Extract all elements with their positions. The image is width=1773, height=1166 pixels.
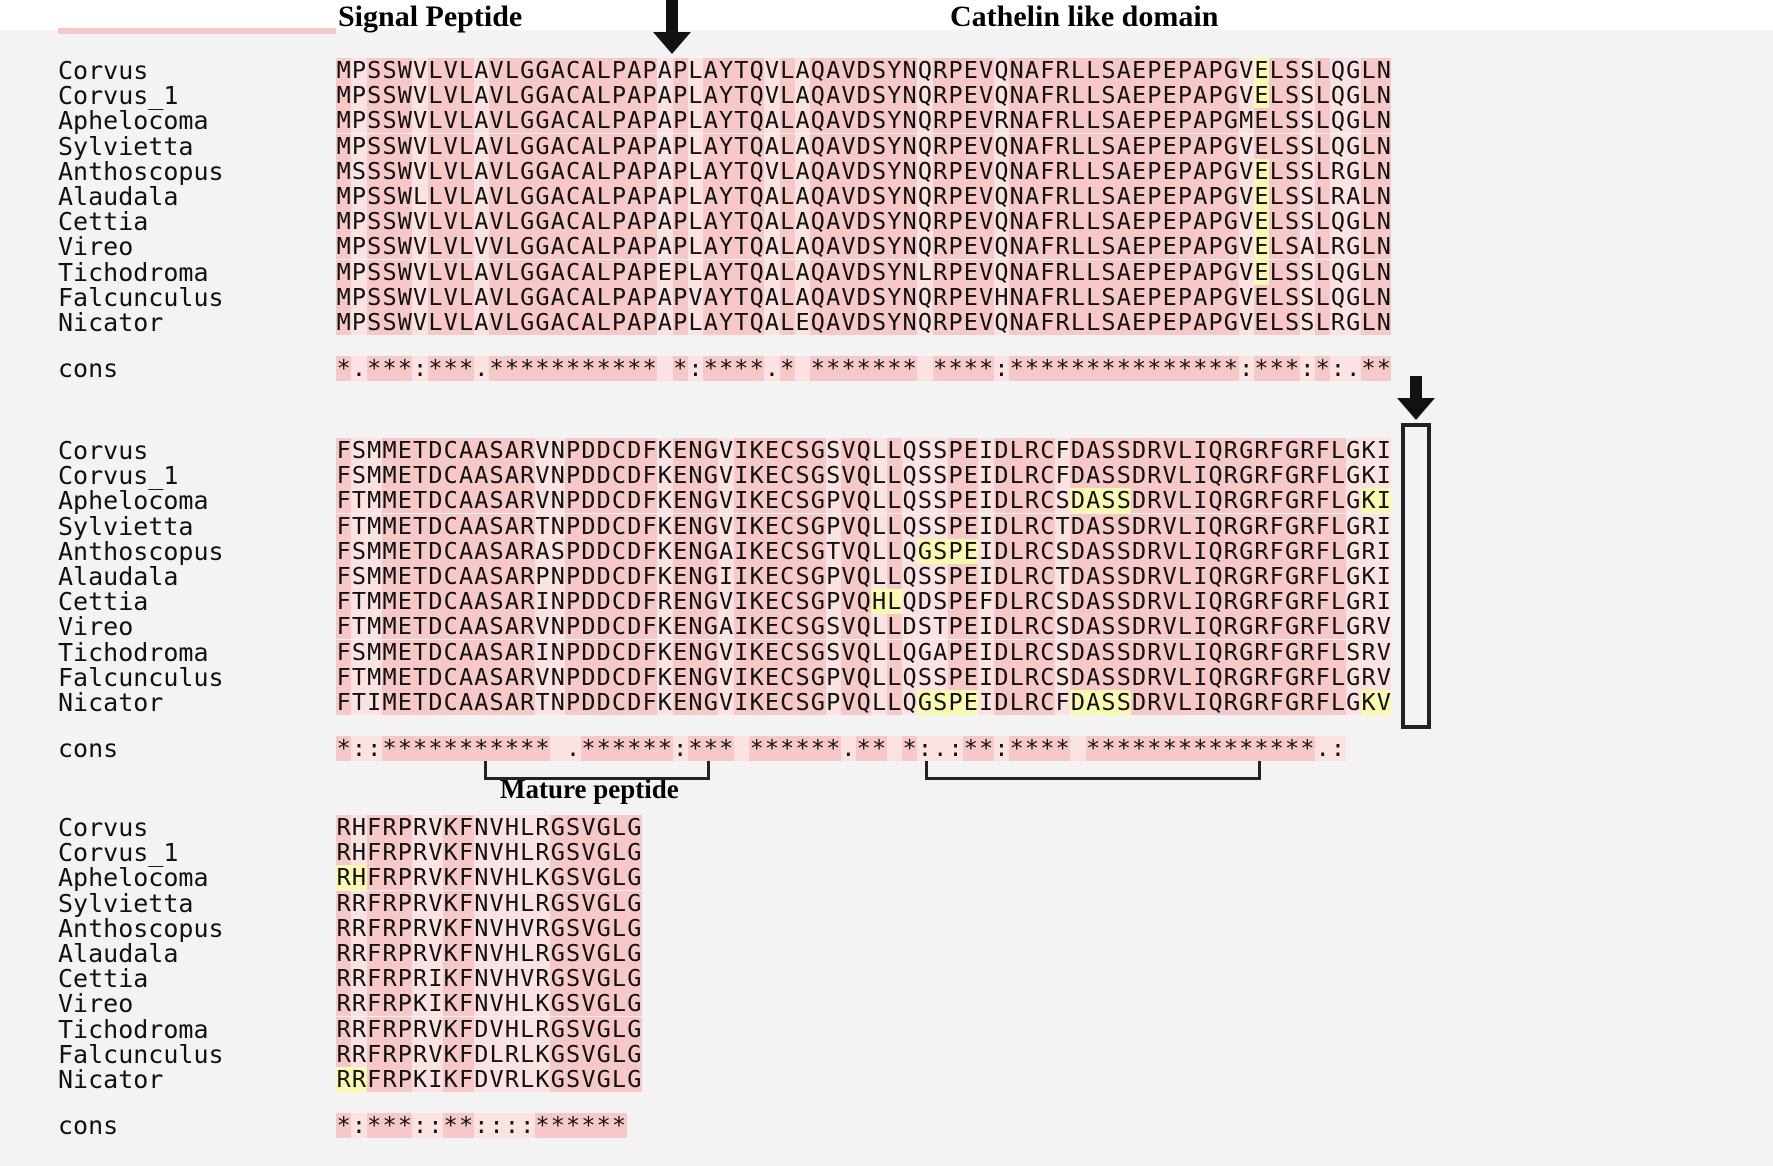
sequence-row: FTMMETDCAASARINPDDCDFRENGVIKECSGPVQHLQDS… (336, 587, 1392, 616)
cleavage-site-box (1401, 423, 1431, 729)
sequence-row: MPSSWVLVLAVLGGACALPAPAPLAYTQALAQAVDSYNQR… (336, 207, 1392, 236)
sequence-row: RHFRPRVKFNVHLKGSVGLG (336, 863, 642, 892)
species-name: Corvus (58, 813, 149, 842)
sequence-row: FSMMETDCAASARPNPDDCDFKENGIIKECSGPVQLLQSS… (336, 562, 1392, 590)
sequence-row: RRFRPRVKFNVHLRGSVGLG (336, 888, 642, 917)
species-name: Cettia (58, 587, 149, 617)
sequence-row: MPSSWVLVLAVLGGACALPAPAPVAYTQALAQAVDSYNQR… (336, 282, 1392, 311)
species-name: Sylvietta (58, 131, 194, 161)
signal-peptide-label: Signal Peptide (338, 0, 523, 33)
sequence-row: MPSSWVLVLAVLGGACALPAPAPLAYTQALAQAVDSYNQR… (336, 131, 1392, 160)
species-name: Anthoscopus (58, 536, 224, 566)
species-name: Corvus_1 (58, 81, 179, 111)
species-name: Sylvietta (58, 511, 194, 541)
species-name: Corvus_1 (58, 838, 179, 868)
species-name: Tichodroma (58, 637, 209, 667)
species-name: Alaudala (58, 939, 179, 968)
species-name: Vireo (58, 232, 134, 262)
species-name: Vireo (58, 989, 134, 1019)
sequence-row: RHFRPRVKFNVHLRGSVGLG (336, 813, 642, 841)
sequence-row: MPSSWVLVLAVLGGACALPAPAPLAYTQVLAQAVDSYNQR… (336, 81, 1392, 110)
species-name: Cettia (58, 964, 149, 994)
mature-peptide-label: Mature peptide (500, 774, 679, 804)
sequence-row: FTMMETDCAASARVNPDDCDFKENGVIKECSGPVQLLQSS… (336, 662, 1392, 691)
mature-peptide-bracket (484, 746, 710, 780)
species-name: Cettia (58, 207, 149, 237)
sequence-row: MPSSWVLVLAVLGGACALPAPAPLAYTQALEQAVDSYNQR… (336, 308, 1392, 336)
species-name: Anthoscopus (58, 156, 224, 186)
second-region-bracket (925, 746, 1261, 780)
sequence-row: MPSSWVLVLAVLGGACALPAPAPLAYTQALAQAVDSYNQR… (336, 106, 1392, 135)
sequence-row: RRFRPRIKFNVHVRGSVGLG (336, 964, 642, 993)
species-name: Falcunculus (58, 662, 224, 692)
species-name: Aphelocoma (58, 863, 209, 893)
sequence-row: FSMMETDCAASARVNPDDCDFKENGVIKECSGSVQLLQSS… (336, 461, 1392, 490)
consensus-label: cons (58, 1111, 119, 1140)
sequence-row: RHFRPRVKFNVHLRGSVGLG (336, 838, 642, 867)
species-name: Falcunculus (58, 282, 224, 312)
species-name: Aphelocoma (58, 486, 209, 516)
sequence-row: MPSSWVLVLAVLGGACALPAPAPLAYTQVLAQAVDSYNQR… (336, 56, 1392, 84)
species-name: Falcunculus (58, 1039, 224, 1069)
species-name: Alaudala (58, 562, 179, 591)
sequence-row: FSMMETDCAASARASPDDCDFKENGAIKECSGTVQLLQGS… (336, 536, 1392, 565)
sequence-row: RRFRPKIKFDVRLKGSVGLG (336, 1065, 642, 1093)
sequence-row: FTMMETDCAASARTNPDDCDFKENGVIKECSGPVQLLQSS… (336, 511, 1392, 540)
consensus-label: cons (58, 354, 119, 383)
species-name: Nicator (58, 1065, 164, 1094)
species-name: Corvus (58, 56, 149, 85)
cathelin-domain-label: Cathelin like domain (950, 0, 1219, 33)
header-strip (58, 28, 336, 34)
sequence-row: MPSSWLLVLAVLGGACALPAPAPLAYTQALAQAVDSYNQR… (336, 182, 1392, 210)
sequence-row: RRFRPRVKFDLRLKGSVGLG (336, 1039, 642, 1068)
species-name: Sylvietta (58, 888, 194, 918)
species-name: Alaudala (58, 182, 179, 211)
species-name: Nicator (58, 308, 164, 337)
consensus-row: *:***::**::::****** (336, 1111, 627, 1139)
species-name: Tichodroma (58, 1014, 209, 1044)
species-name: Nicator (58, 688, 164, 717)
consensus-row: *.***:***.*********** *:****.* ******* *… (336, 354, 1392, 382)
sequence-row: FTMMETDCAASARVNPDDCDFKENGAIKECSGSVQLLDST… (336, 612, 1392, 641)
sequence-row: RRFRPRVKFNVHLRGSVGLG (336, 939, 642, 967)
sequence-row: FTMMETDCAASARVNPDDCDFKENGVIKECSGPVQLLQSS… (336, 486, 1392, 515)
consensus-label: cons (58, 734, 119, 763)
species-name: Tichodroma (58, 257, 209, 287)
sequence-row: FSMMETDCAASARINPDDCDFKENGVIKECSGSVQLLQGA… (336, 637, 1392, 666)
sequence-row: MSSSWVLVLAVLGGACALPAPAPLAYTQVLAQAVDSYNQR… (336, 156, 1392, 185)
sequence-row: MPSSWVLVLAVLGGACALPAPEPLAYTQALAQAVDSYNLR… (336, 257, 1392, 286)
sequence-row: RRFRPKIKFNVHLKGSVGLG (336, 989, 642, 1018)
sequence-row: RRFRPRVKFDVHLRGSVGLG (336, 1014, 642, 1043)
consensus-row: *::*********** .******:*** ******.** *:.… (336, 734, 1346, 762)
species-name: Aphelocoma (58, 106, 209, 136)
sequence-row: MPSSWVLVLVVLGGACALPAPAPLAYTQALAQAVDSYNQR… (336, 232, 1392, 261)
species-name: Vireo (58, 612, 134, 642)
species-name: Corvus_1 (58, 461, 179, 491)
sequence-row: RRFRPRVKFNVHVRGSVGLG (336, 913, 642, 942)
species-name: Corvus (58, 436, 149, 465)
species-name: Anthoscopus (58, 913, 224, 943)
sequence-row: FSMMETDCAASARVNPDDCDFKENGVIKECSGSVQLLQSS… (336, 436, 1392, 464)
sequence-row: FTIMETDCAASARTNPDDCDFKENGVIKECSGPVQLLQGS… (336, 688, 1392, 716)
